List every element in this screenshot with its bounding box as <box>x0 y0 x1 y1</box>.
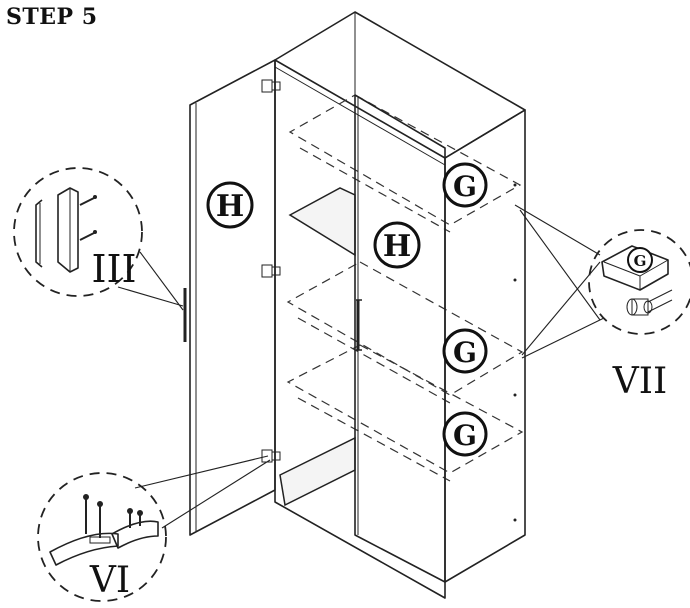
right-door <box>354 94 446 583</box>
callout-shelf-pin-text: VII <box>612 361 667 402</box>
cabinet-body <box>274 11 526 599</box>
label-door-left-text: H <box>216 189 244 224</box>
top-shelf-outline <box>288 94 522 233</box>
shelf-outline-2 <box>286 344 524 482</box>
label-shelf-3-text: G <box>453 419 477 452</box>
label-door-right: H <box>373 221 421 269</box>
callout-hinge-text: VI <box>89 560 130 601</box>
label-door-right-text: H <box>383 229 411 264</box>
callout-shelf-pin: G VII <box>514 204 690 402</box>
label-shelf-2-text: G <box>453 336 477 369</box>
hinge-bottom <box>261 449 281 463</box>
callout-hinge: VI <box>37 455 271 602</box>
left-door <box>183 59 276 536</box>
step-title: STEP 5 <box>6 4 98 30</box>
hinge-top <box>261 79 281 93</box>
label-shelf-3: G <box>442 411 488 457</box>
bottom-fixed-shelf <box>279 436 356 507</box>
middle-fixed-shelf <box>288 187 356 257</box>
hinge-middle <box>261 264 281 278</box>
shelf-outline-1 <box>286 261 524 404</box>
label-shelf-1: G <box>442 162 488 208</box>
label-shelf-2: G <box>442 328 488 374</box>
label-door-left: H <box>206 181 254 229</box>
callout-shelf-pin-part-text: G <box>634 252 647 270</box>
callout-handle-text: III <box>91 247 136 291</box>
label-shelf-1-text: G <box>453 170 477 203</box>
callout-handle: III <box>13 167 184 311</box>
